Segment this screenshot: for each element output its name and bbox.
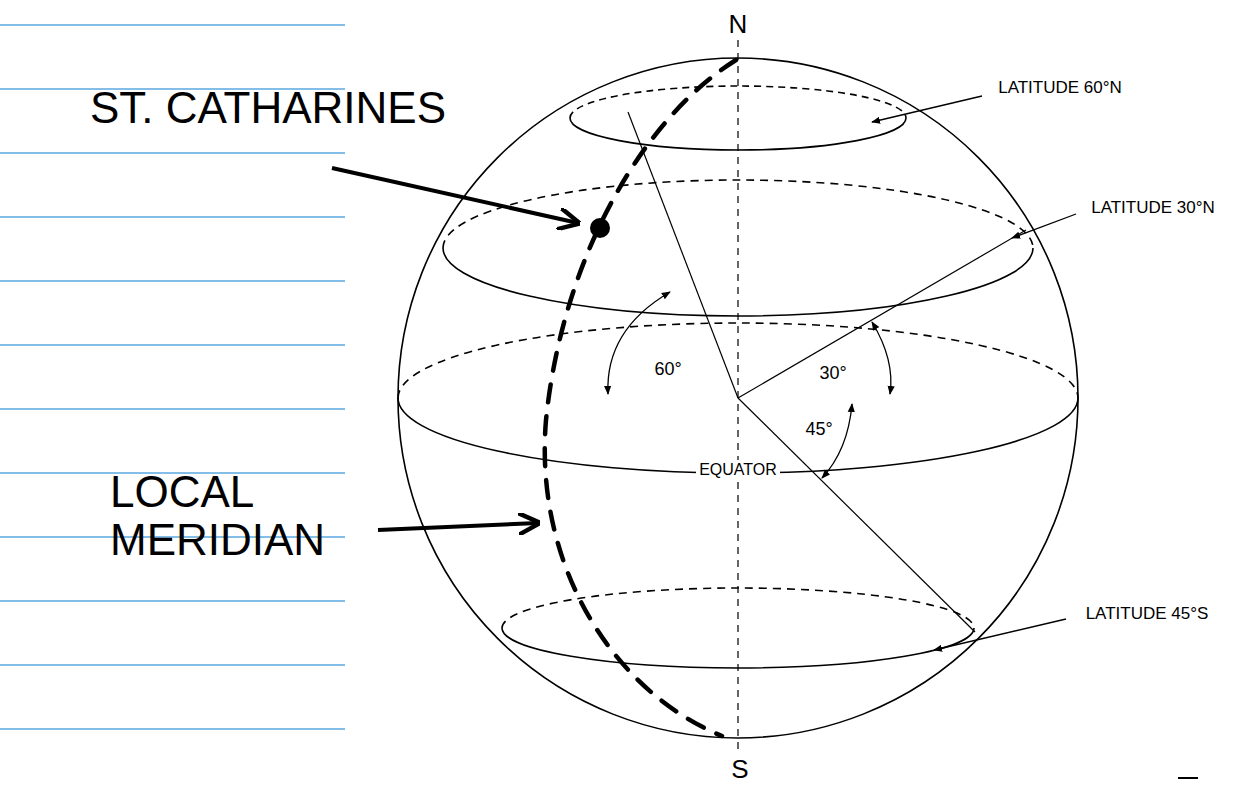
ruled-line	[0, 344, 345, 345]
leader-line	[872, 96, 982, 122]
pointer-arrow	[332, 168, 578, 223]
leader-line	[934, 619, 1066, 650]
latitude-60n-front	[570, 118, 906, 150]
angle-arc-30	[872, 322, 891, 394]
angle-label: 30°	[816, 363, 849, 385]
handwritten-label: LOCAL MERIDIAN	[110, 468, 410, 565]
ruled-line	[0, 216, 345, 217]
ruled-line	[0, 664, 345, 665]
pole-label: N	[729, 10, 748, 39]
latitude-label: LATITUDE 45°S	[1083, 604, 1212, 625]
radius-line-60n	[628, 112, 738, 398]
radius-line-45s	[738, 398, 975, 632]
latitude-label: LATITUDE 60°N	[995, 78, 1125, 99]
ruled-line	[0, 728, 345, 729]
ruled-line	[0, 408, 345, 409]
ruled-line	[0, 280, 345, 281]
latitude-label: LATITUDE 30°N	[1088, 198, 1218, 219]
latitude-45s-front	[502, 628, 974, 668]
page-mark	[1178, 777, 1198, 779]
local-meridian-line	[545, 60, 736, 736]
ruled-line	[0, 152, 345, 153]
angle-arc-45	[822, 404, 852, 478]
equator-back	[398, 323, 1078, 398]
pointer-arrow	[378, 523, 538, 530]
radius-line-30n	[738, 230, 1026, 398]
ruled-line	[0, 24, 345, 25]
pole-label: S	[731, 755, 748, 784]
ruled-line	[0, 600, 345, 601]
angle-label: 45°	[802, 419, 835, 441]
angle-label: 60°	[651, 359, 684, 381]
handwritten-label: ST. CATHARINES	[90, 84, 446, 132]
location-dot	[590, 218, 610, 238]
latitude-45s-back	[502, 588, 974, 628]
leader-line	[1012, 214, 1076, 238]
latitude-30n-front	[443, 248, 1033, 316]
latitude-60n-back	[570, 86, 906, 118]
equator-label: EQUATOR	[696, 460, 780, 480]
